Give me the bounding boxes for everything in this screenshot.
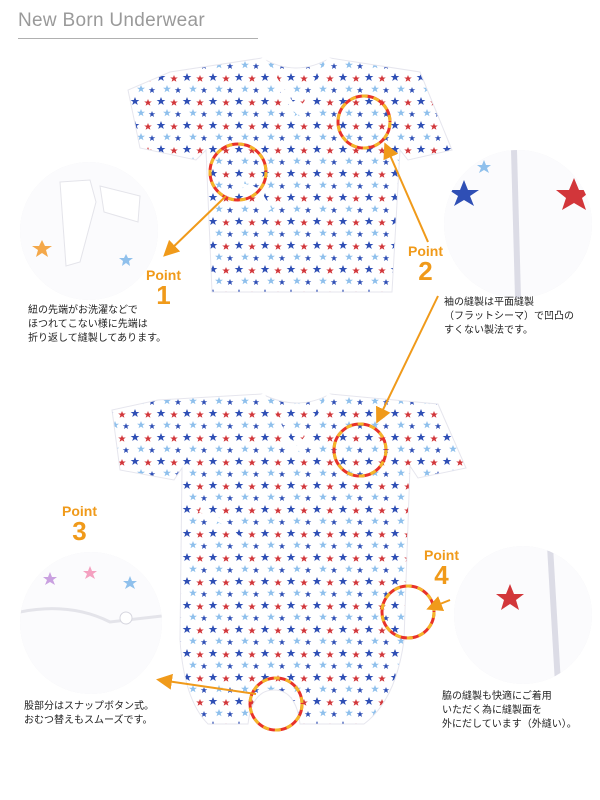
description-line: おむつ替えもスムーズです。 (24, 715, 153, 726)
point-4-label: Point 4 (424, 548, 459, 588)
description-line: 脇の縫製も快適にご着用 (442, 691, 552, 702)
page-title: New Born Underwear (18, 10, 206, 31)
point-2-label: Point 2 (408, 244, 443, 284)
arrow-point-3 (156, 673, 257, 695)
point-number: 4 (434, 560, 449, 590)
description-line: 折り返して縫製してあります。 (28, 333, 167, 344)
detail-photo-point-1 (20, 162, 158, 300)
arrow-point-2-up (383, 142, 429, 243)
point-1-description: 紐の先端がお洗濯などで ほつれてこない様に先端は 折り返して縫製してあります。 (28, 304, 166, 346)
point-number: 1 (156, 280, 171, 310)
page-header: New Born Underwear (18, 10, 258, 39)
description-line: すくない製法です。 (444, 325, 533, 336)
description-line: 股部分はスナップボタン式。 (24, 701, 154, 712)
point-number: 3 (72, 516, 87, 546)
highlight-circle-2b (332, 422, 388, 478)
point-4-description: 脇の縫製も快適にご着用 いただく為に縫製面を 外にだしています（外縫い）。 (442, 690, 577, 732)
arrow-point-2-down (376, 295, 439, 424)
title-underline (18, 38, 258, 39)
highlight-circle-2 (336, 94, 392, 150)
arrow-point-1 (163, 195, 227, 257)
detail-photo-point-2 (444, 150, 592, 298)
point-2-description: 袖の縫製は平面縫製 （フラットシーマ）で凹凸の すくない製法です。 (444, 296, 574, 338)
detail-photo-point-3 (20, 552, 162, 694)
highlight-circle-3 (248, 676, 304, 732)
highlight-circle-1 (208, 142, 268, 202)
description-line: 外にだしています（外縫い）。 (442, 719, 577, 730)
point-word: Point (424, 547, 459, 563)
point-word: Point (62, 503, 97, 519)
detail-photo-point-4 (454, 546, 592, 684)
description-line: ほつれてこない様に先端は (28, 319, 148, 330)
point-number: 2 (418, 256, 433, 286)
point-1-label: Point 1 (146, 268, 181, 308)
description-line: 袖の縫製は平面縫製 (444, 297, 534, 308)
description-line: 紐の先端がお洗濯などで (28, 305, 138, 316)
point-word: Point (408, 243, 443, 259)
point-3-description: 股部分はスナップボタン式。 おむつ替えもスムーズです。 (24, 700, 154, 728)
arrow-point-4 (426, 596, 451, 611)
point-word: Point (146, 267, 181, 283)
description-line: （フラットシーマ）で凹凸の (444, 311, 574, 322)
point-3-label: Point 3 (62, 504, 97, 544)
highlight-circle-4 (380, 584, 436, 640)
description-line: いただく為に縫製面を (442, 705, 542, 716)
